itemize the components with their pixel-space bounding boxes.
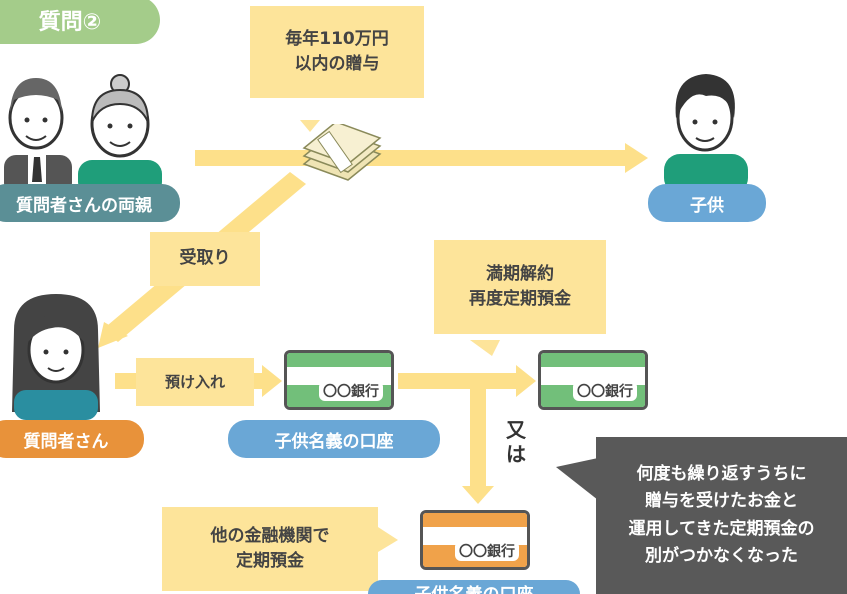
bank-card-icon: 〇〇銀行	[420, 510, 530, 570]
gift-amount-note: 毎年110万円 以内の贈与	[250, 6, 424, 98]
other-bank-note-line2: 定期預金	[236, 551, 304, 571]
questioner-label: 質問者さん	[0, 420, 144, 458]
arrow-gift	[195, 150, 625, 166]
callout-box: 何度も繰り返すうちに 贈与を受けたお金と 運用してきた定期預金の 別がつかなくな…	[596, 437, 847, 594]
arrow-renew	[398, 373, 518, 389]
callout-line2: 贈与を受けたお金と	[645, 491, 798, 512]
callout-line3: 運用してきた定期預金の	[628, 518, 815, 539]
deposit-note: 預け入れ	[136, 358, 254, 406]
bank-card-label: 〇〇銀行	[573, 381, 637, 401]
or-text-line2: は	[506, 442, 526, 466]
title-badge: 質問②	[0, 0, 160, 44]
bank-card-icon: 〇〇銀行	[538, 350, 648, 410]
money-bundle-icon	[302, 124, 382, 181]
arrow-other-bank	[470, 381, 486, 488]
bank-card-icon: 〇〇銀行	[284, 350, 394, 410]
deposit-note-text: 預け入れ	[164, 372, 225, 391]
bank-card-label: 〇〇銀行	[319, 381, 383, 401]
gift-note-line1: 毎年110万円	[285, 28, 389, 49]
callout-line1: 何度も繰り返すうちに	[636, 464, 807, 485]
other-bank-note-line1: 他の金融機関で	[210, 525, 330, 546]
gift-note-line2: 以内の贈与	[294, 54, 380, 74]
parents-label: 質問者さんの両親	[0, 184, 180, 222]
renew-note: 満期解約 再度定期預金	[434, 240, 606, 334]
callout-line4: 別がつかなくなった	[645, 545, 798, 566]
or-text-line1: 又	[506, 418, 526, 442]
child-illustration	[664, 74, 748, 190]
child-label: 子供	[648, 184, 766, 222]
renew-note-line1: 満期解約	[486, 263, 554, 284]
renew-note-line2: 再度定期預金	[469, 289, 571, 309]
child-account-label-bottom: 子供名義の口座	[368, 580, 580, 594]
receive-note: 受取り	[150, 232, 260, 286]
receive-note-text: 受取り	[179, 248, 231, 269]
or-text: 又 は	[506, 418, 526, 466]
parents-illustration	[4, 74, 162, 190]
questioner-illustration	[12, 294, 100, 420]
child-account-label: 子供名義の口座	[228, 420, 440, 458]
other-bank-note: 他の金融機関で 定期預金	[162, 507, 378, 591]
bank-card-label: 〇〇銀行	[455, 541, 519, 561]
child-account-label-bottom-text: 子供名義の口座	[415, 580, 534, 594]
